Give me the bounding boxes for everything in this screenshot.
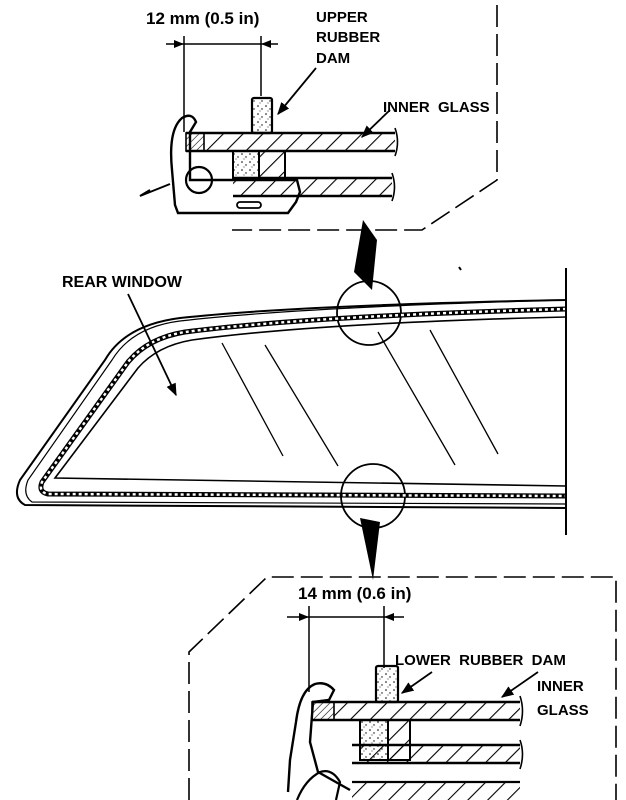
inner-glass-bottom-label-line1: INNER (537, 678, 584, 695)
upper-detail (139, 5, 498, 231)
lower-detail (188, 576, 617, 800)
top-dimension-label: 12 mm (0.5 in) (146, 9, 259, 28)
upper-callout-frame (232, 5, 498, 231)
bottom-dimension-label: 14 mm (0.6 in) (298, 584, 411, 603)
upper-magnifier-circle (336, 280, 402, 346)
inner-glass-bottom-label-line2: GLASS (537, 702, 589, 719)
upper-dam-label-line2: RUBBER (316, 29, 380, 46)
rear-window (15, 268, 567, 535)
lower-callout-frame (188, 576, 617, 800)
rear-window-label: REAR WINDOW (62, 274, 183, 291)
lower-molding (286, 682, 351, 793)
lower-dam-leader (400, 671, 433, 694)
upper-dam-label-line1: UPPER (316, 9, 368, 26)
window-outer-edge (15, 268, 567, 535)
upper-dam-label-line3: DAM (316, 50, 350, 67)
rear-window-leader (127, 293, 177, 397)
upper-dam-leader (277, 67, 317, 115)
lower-rubber-dam (374, 664, 400, 704)
upper-callout-pointer (354, 220, 377, 290)
upper-clip-circle (184, 165, 214, 195)
inner-glass-top-label: INNER GLASS (383, 99, 490, 116)
lower-callout-pointer (360, 518, 380, 580)
upper-rubber-dam (250, 96, 274, 135)
lower-dam-label: LOWER RUBBER DAM (395, 652, 566, 669)
inner-glass-top-leader (361, 109, 391, 138)
inner-glass-bottom-leader (500, 671, 539, 698)
window-seal-band (38, 306, 567, 499)
